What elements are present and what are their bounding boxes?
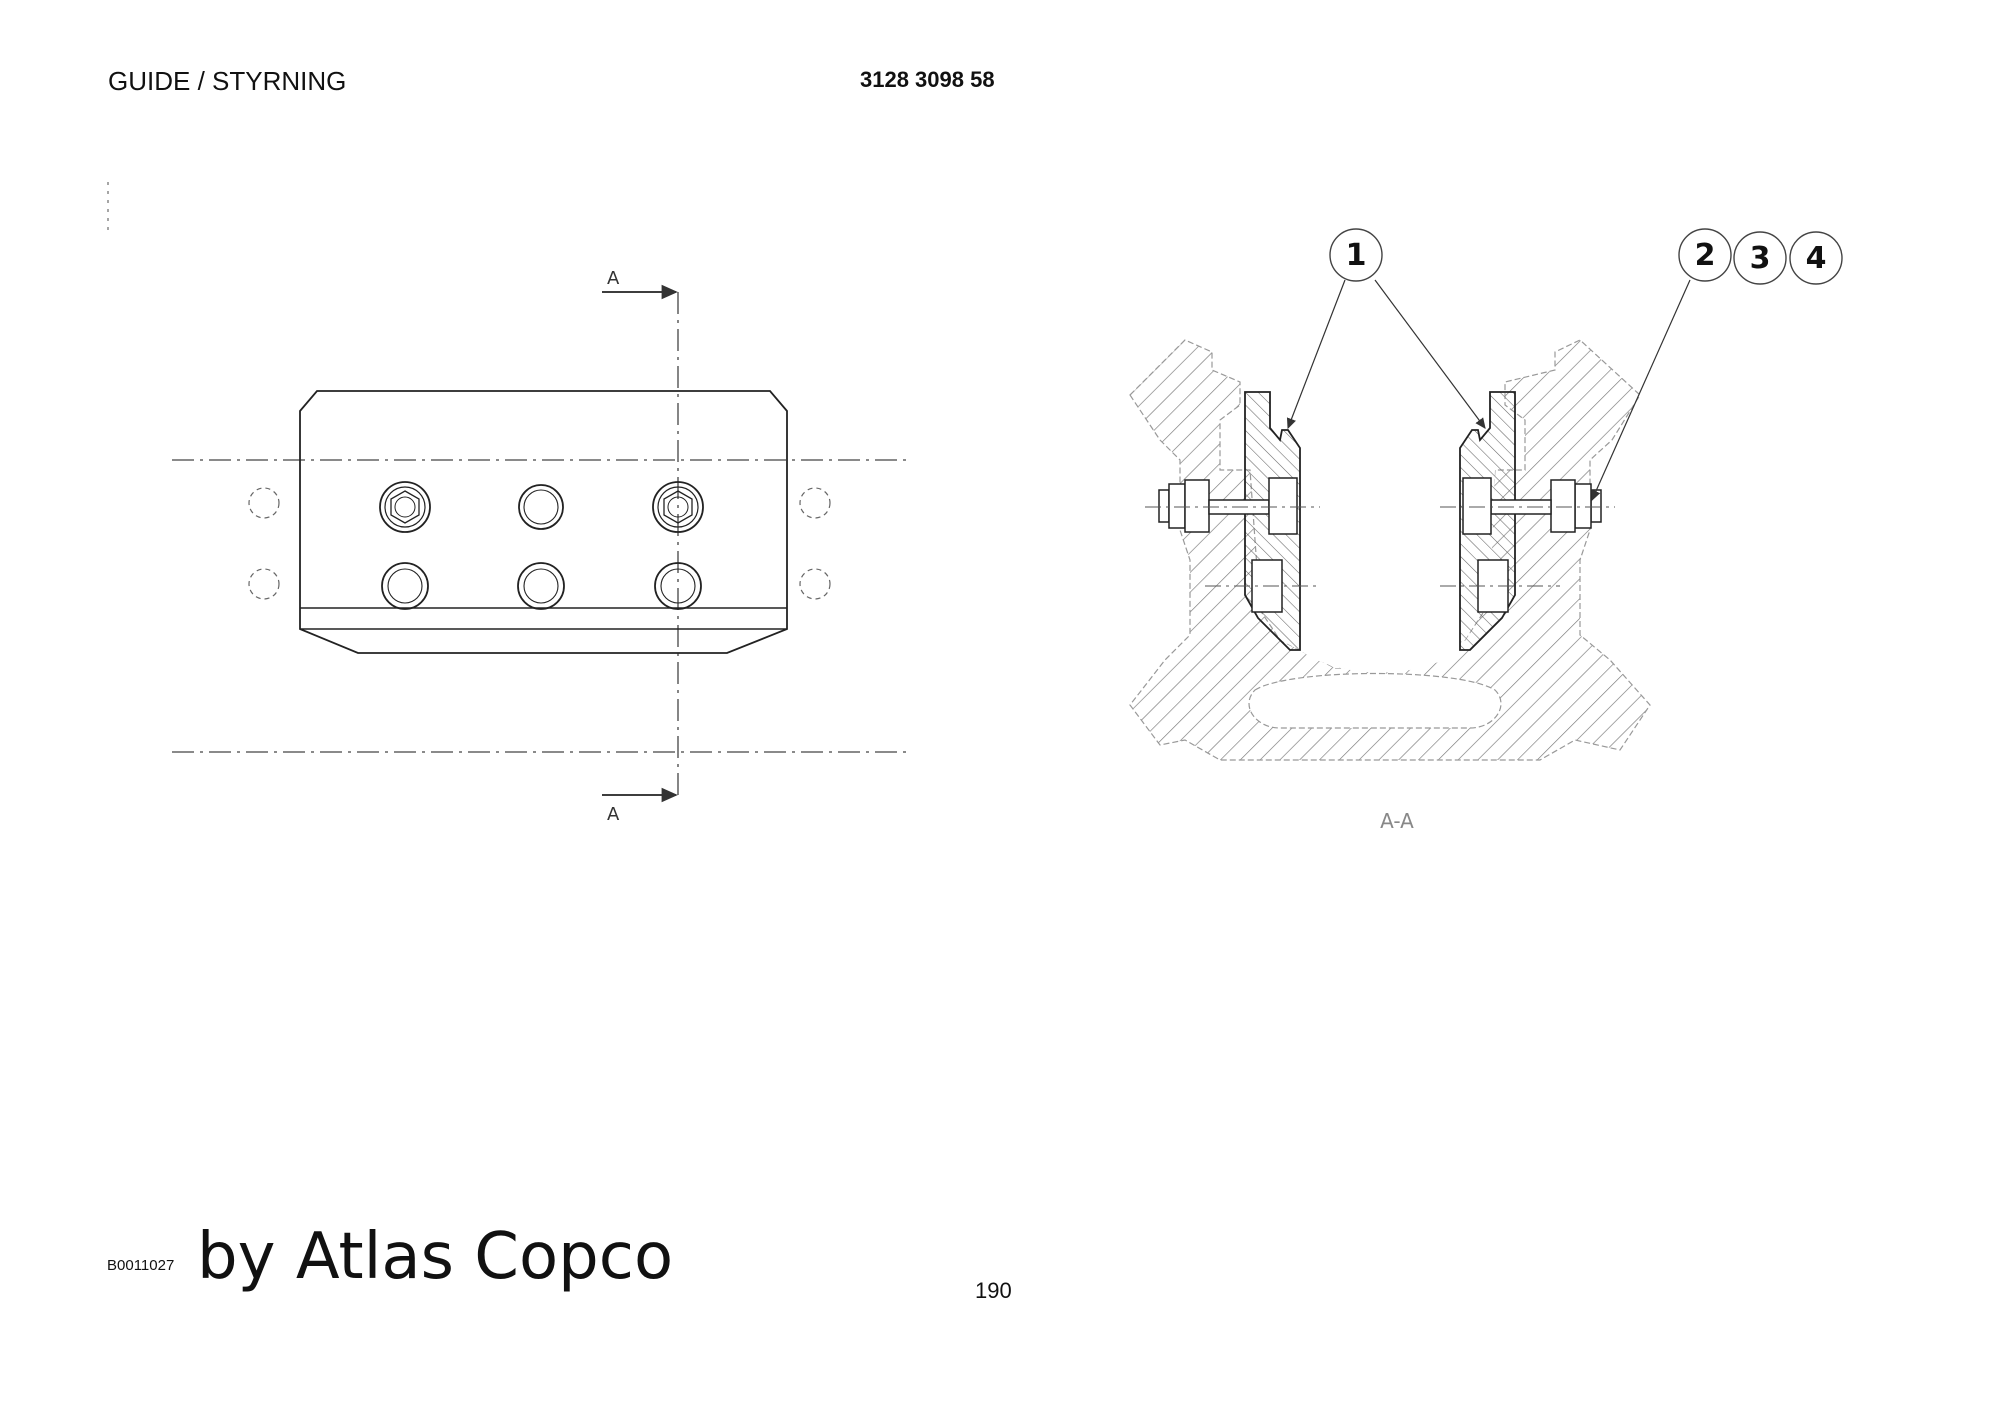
page-title: GUIDE / STYRNING xyxy=(108,66,347,96)
callout-4: 4 xyxy=(1789,231,1843,285)
bolt-head xyxy=(379,481,431,533)
brand-text: by Atlas Copco xyxy=(197,1220,674,1294)
section-marker-top: A xyxy=(607,268,620,289)
hole xyxy=(381,562,429,610)
callout-1-label: 1 xyxy=(1346,238,1367,273)
bolt-head xyxy=(652,481,704,533)
hole xyxy=(654,562,702,610)
section-view-label: A-A xyxy=(1380,809,1414,833)
callout-1: 1 xyxy=(1329,228,1383,282)
hole xyxy=(517,562,565,610)
callout-3-label: 3 xyxy=(1750,241,1771,276)
callout-leaders xyxy=(1286,279,1691,502)
callout-2-label: 2 xyxy=(1695,238,1716,273)
plan-view xyxy=(172,284,910,803)
callout-3: 3 xyxy=(1733,231,1787,285)
part-number: 3128 3098 58 xyxy=(860,67,995,92)
page-number: 190 xyxy=(975,1278,1012,1303)
callout-4-label: 4 xyxy=(1806,241,1827,276)
section-view xyxy=(1129,339,1651,761)
callout-2: 2 xyxy=(1678,228,1732,282)
section-marker-bottom: A xyxy=(607,804,620,825)
hole xyxy=(518,484,564,530)
drawing-id: B0011027 xyxy=(107,1257,175,1274)
